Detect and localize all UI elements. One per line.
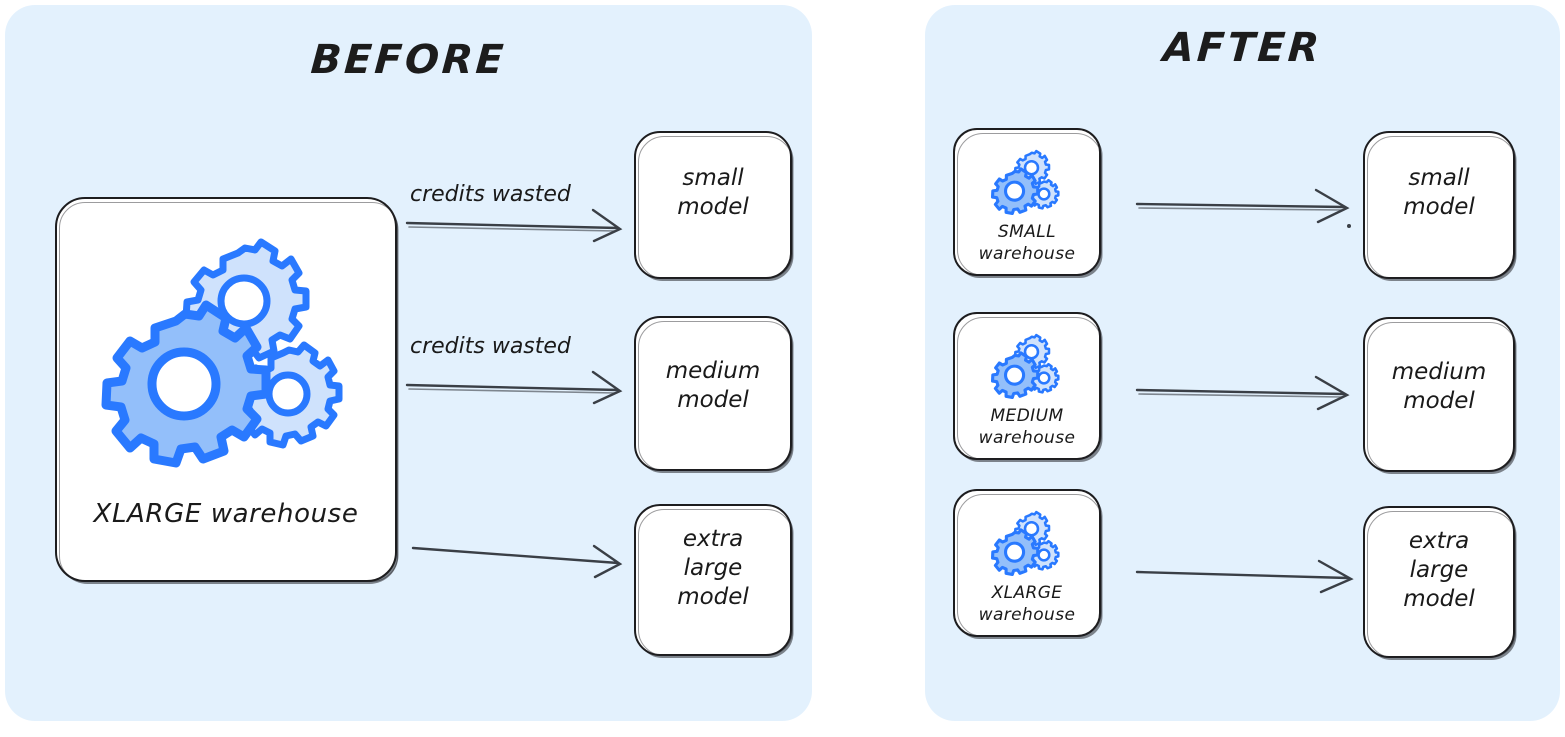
after-warehouse-label-medium: MEDIUM warehouse [978, 406, 1076, 449]
after-warehouse-label-xlarge: XLARGE warehouse [978, 583, 1076, 626]
after-model-box-extra-large [1363, 506, 1516, 658]
after-model-box-small [1363, 131, 1516, 279]
before-model-box-extra-large [634, 504, 793, 656]
before-model-label-medium: medium model [665, 358, 761, 413]
gears-icon [990, 331, 1060, 400]
after-warehouse-label-small: SMALL warehouse [978, 222, 1076, 265]
before-xlarge-warehouse-label: XLARGE warehouse [93, 499, 359, 529]
before-model-box-small [634, 131, 793, 279]
before-model-label-extra-large: extra large model [677, 526, 749, 610]
after-model-label-medium: medium model [1391, 359, 1487, 414]
before-model-label-small: small model [677, 165, 749, 220]
before-arrow-caption-2: credits wasted [410, 334, 571, 359]
before-model-box-medium [634, 316, 793, 471]
after-model-label-small: small model [1403, 165, 1475, 220]
before-arrow-caption-1: credits wasted [410, 182, 571, 207]
gears-icon [990, 508, 1060, 577]
panel-after-title: AFTER [1161, 25, 1324, 71]
gears-icon [97, 228, 345, 468]
panel-before-title: BEFORE [309, 37, 508, 83]
after-model-label-extra-large: extra large model [1403, 528, 1475, 612]
gears-icon [990, 147, 1060, 216]
